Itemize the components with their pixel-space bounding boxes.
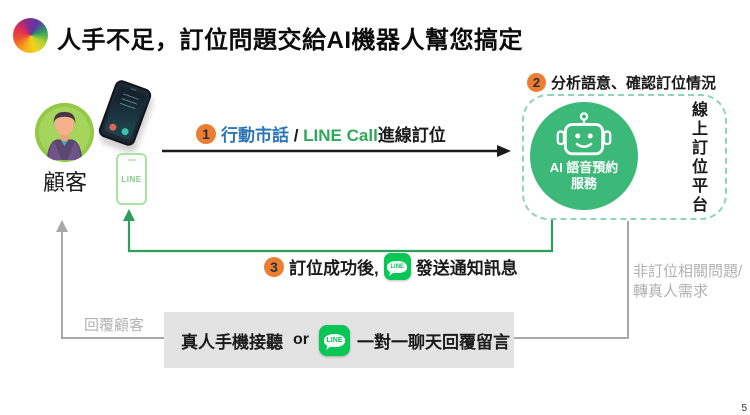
- customer-label: 顧客: [42, 170, 87, 195]
- line-app-icon-text: LINE: [387, 260, 408, 273]
- line-phone-label: LINE: [121, 174, 142, 184]
- ai-circle-subtitle: 服務: [570, 175, 597, 191]
- line-app-icon-bar: LINE: [319, 324, 350, 356]
- step2-label: 2 分析語意、確認訂位情況: [527, 72, 716, 93]
- line-phone-icon: LINE: [116, 153, 147, 205]
- step1-number-badge: 1: [196, 123, 216, 144]
- non-booking-label: 非訂位相關問題/ 轉真人需求: [633, 262, 742, 301]
- page-number: 5: [741, 403, 747, 414]
- color-wheel-icon: [13, 18, 48, 53]
- step1-text-blue: 行動市話: [221, 126, 289, 145]
- ai-circle-title: AI 語音預約: [549, 160, 619, 175]
- step2-number-badge: 2: [527, 73, 546, 92]
- page-title: 人手不足，訂位問題交給AI機器人幫您搞定: [57, 27, 523, 54]
- step3-text-after: 發送通知訊息: [415, 259, 518, 278]
- reply-customer-label: 回覆顧客: [84, 317, 145, 334]
- step1-separator: /: [289, 126, 304, 145]
- step1-text-rest: 進線訂位: [377, 126, 446, 145]
- robot-icon: [556, 112, 612, 156]
- non-booking-line2: 轉真人需求: [633, 282, 709, 300]
- customer-avatar: [35, 103, 94, 162]
- step3-label: 3 訂位成功後, LINE 發送通知訊息: [264, 253, 518, 280]
- step1-text-green: LINE Call: [303, 126, 378, 145]
- ai-voice-service-circle: AI 語音預約 服務: [530, 102, 638, 210]
- chat-reply-label: 一對一聊天回覆留言: [357, 332, 510, 352]
- line-app-icon: LINE: [383, 253, 411, 280]
- customer-avatar-art: [35, 103, 94, 162]
- line-app-icon-bar-text: LINE: [323, 333, 346, 347]
- or-label: or: [293, 331, 309, 348]
- step2-text: 分析語意、確認訂位情況: [551, 75, 717, 92]
- step3-text-before: 訂位成功後,: [289, 259, 379, 278]
- step1-label: 1 行動市話 / LINE Call進線訂位: [196, 121, 446, 146]
- step3-number-badge: 3: [264, 256, 284, 277]
- non-booking-line1: 非訂位相關問題/: [633, 263, 743, 280]
- human-fallback-bar: 真人手機接聽 or LINE 一對一聊天回覆留言: [164, 312, 514, 368]
- human-answer-label: 真人手機接聽: [181, 332, 283, 352]
- online-booking-platform-label: 線上訂位平台: [689, 101, 706, 215]
